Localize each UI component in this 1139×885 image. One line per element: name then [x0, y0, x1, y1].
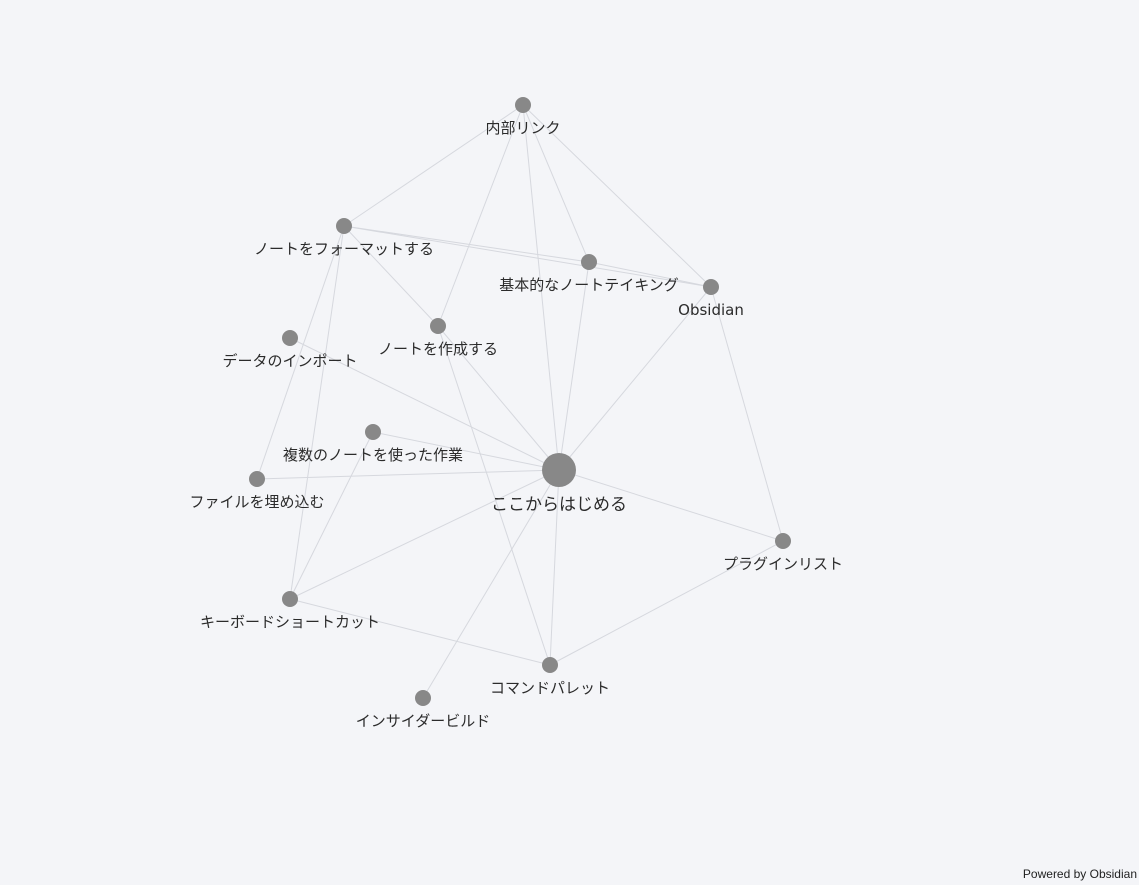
node-label: ノートをフォーマットする: [254, 240, 434, 258]
node-label: キーボードショートカット: [200, 613, 380, 631]
node-label: 基本的なノートテイキング: [499, 276, 679, 294]
graph-edge-internal-start: [522, 104, 560, 471]
node-label: 内部リンク: [485, 119, 560, 137]
graph-edge-basic-obsidian: [588, 261, 712, 288]
graph-node-plugins[interactable]: プラグインリスト: [723, 533, 843, 573]
graph-edge-internal-obsidian: [522, 104, 712, 288]
graph-edge-shortcuts-palette: [289, 598, 551, 666]
graph-edge-palette-plugins: [549, 540, 784, 666]
graph-edge-format-basic: [343, 225, 590, 263]
graph-edge-start-insider: [422, 469, 560, 699]
graph-node-basic[interactable]: 基本的なノートテイキング: [499, 254, 679, 294]
graph-node-multi[interactable]: 複数のノートを使った作業: [283, 424, 463, 464]
graph-node-import[interactable]: データのインポート: [222, 330, 358, 370]
graph-node-format[interactable]: ノートをフォーマットする: [254, 218, 434, 258]
node-label: データのインポート: [222, 352, 357, 370]
powered-by-link[interactable]: Powered by Obsidian: [1022, 867, 1137, 881]
node-dot[interactable]: [542, 453, 576, 487]
graph-edge-basic-start: [558, 261, 590, 471]
graph-node-obsidian[interactable]: Obsidian: [678, 279, 744, 319]
graph-edge-internal-format: [343, 104, 524, 227]
node-label: コマンドパレット: [490, 679, 610, 697]
graph-edge-create-palette: [437, 325, 551, 666]
node-label: ノートを作成する: [378, 340, 498, 358]
node-dot[interactable]: [415, 690, 431, 706]
node-dot[interactable]: [282, 330, 298, 346]
node-label: インサイダービルド: [356, 712, 490, 730]
node-label: ファイルを埋め込む: [189, 493, 324, 511]
node-dot[interactable]: [775, 533, 791, 549]
graph-node-palette[interactable]: コマンドパレット: [490, 657, 610, 697]
graph-edge-multi-shortcuts: [289, 431, 374, 600]
node-dot[interactable]: [703, 279, 719, 295]
graph-edge-import-start: [289, 337, 560, 471]
graph-node-shortcuts[interactable]: キーボードショートカット: [200, 591, 380, 631]
graph-edge-format-embed: [256, 225, 345, 480]
node-dot[interactable]: [336, 218, 352, 234]
graph-edge-start-shortcuts: [289, 469, 560, 600]
node-dot[interactable]: [515, 97, 531, 113]
node-dot[interactable]: [542, 657, 558, 673]
node-label: Obsidian: [678, 301, 744, 319]
graph-edges: [256, 104, 784, 699]
graph-edge-multi-start: [372, 431, 560, 471]
graph-node-insider[interactable]: インサイダービルド: [356, 690, 490, 730]
graph-edge-embed-start: [256, 469, 560, 480]
graph-node-start[interactable]: ここからはじめる: [491, 453, 627, 515]
node-dot[interactable]: [581, 254, 597, 270]
graph-edge-obsidian-plugins: [710, 286, 784, 542]
node-dot[interactable]: [365, 424, 381, 440]
graph-edge-internal-basic: [522, 104, 590, 263]
graph-edge-start-plugins: [558, 469, 784, 542]
graph-edge-format-obsidian: [343, 225, 712, 288]
node-dot[interactable]: [430, 318, 446, 334]
graph-edge-format-shortcuts: [289, 225, 345, 600]
node-dot[interactable]: [249, 471, 265, 487]
graph-edge-obsidian-start: [558, 286, 712, 471]
graph-node-embed[interactable]: ファイルを埋め込む: [189, 471, 325, 511]
graph-edge-start-palette: [549, 469, 560, 666]
graph-node-create[interactable]: ノートを作成する: [378, 318, 498, 358]
graph-edge-create-start: [437, 325, 560, 471]
graph-edge-internal-create: [437, 104, 524, 327]
graph-node-internal[interactable]: 内部リンク: [485, 97, 561, 137]
graph-edge-format-create: [343, 225, 439, 327]
node-label: ここからはじめる: [491, 495, 627, 515]
node-label: 複数のノートを使った作業: [283, 446, 463, 464]
node-dot[interactable]: [282, 591, 298, 607]
node-label: プラグインリスト: [723, 555, 843, 573]
